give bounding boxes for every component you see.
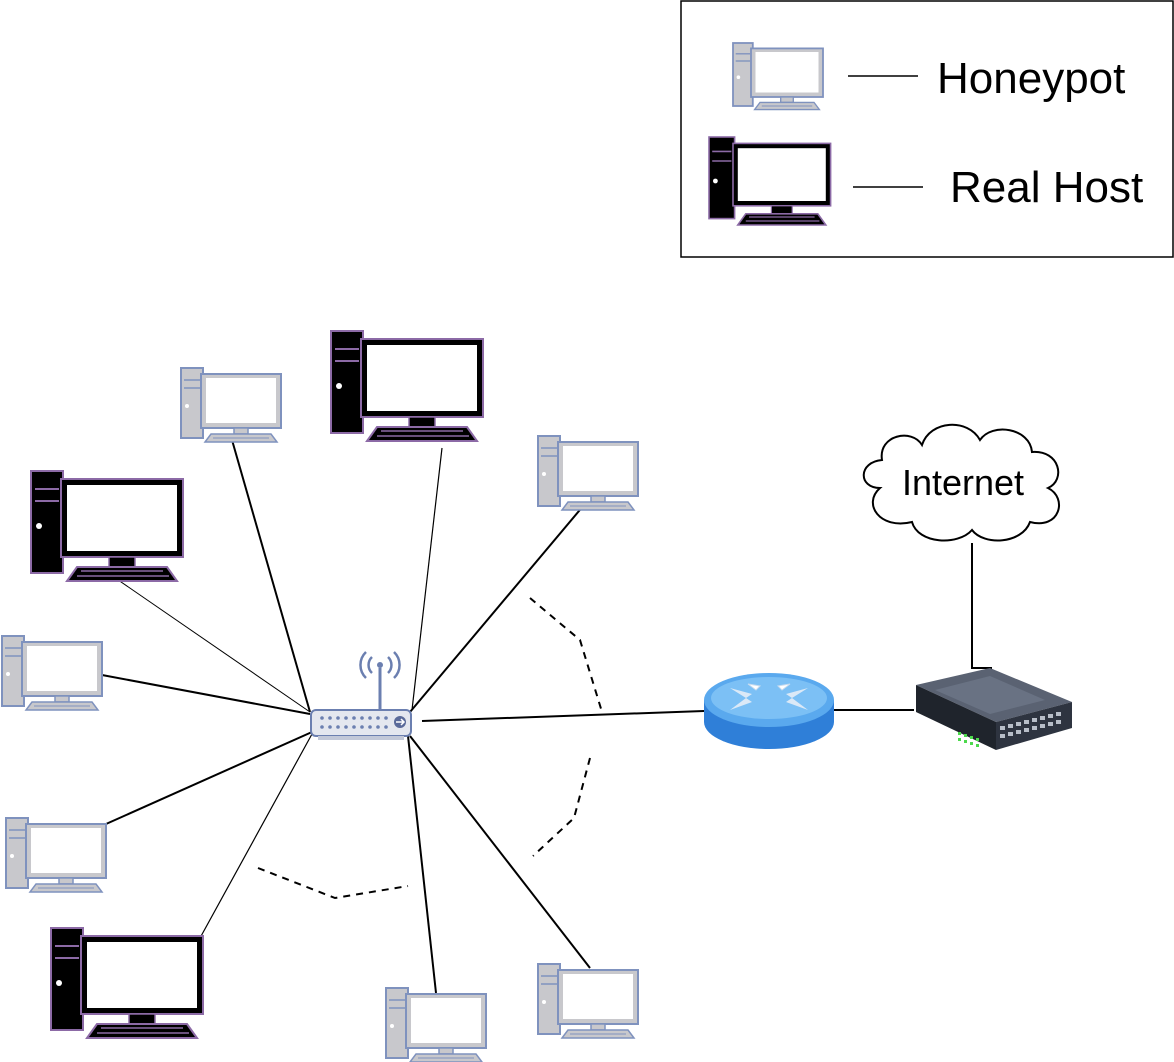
link-honeypot-9 xyxy=(409,735,591,969)
host-honeypot xyxy=(385,987,487,1062)
router-icon xyxy=(704,673,834,749)
legend-label-honeypot: Honeypot xyxy=(937,54,1125,103)
host-honeypot xyxy=(180,367,282,443)
host-real xyxy=(50,927,204,1039)
link-real-2 xyxy=(411,447,443,711)
legend-label-real-host: Real Host xyxy=(950,163,1143,212)
cloud-label: Internet xyxy=(902,462,1024,503)
link-honeypot-5 xyxy=(101,674,311,715)
host-real xyxy=(330,330,484,442)
link-honeypot-6 xyxy=(105,731,313,825)
link-honeypot-8 xyxy=(407,735,437,994)
ellipsis-arcs xyxy=(257,597,603,900)
link-honeypot-1 xyxy=(231,439,311,713)
link-switch-internet xyxy=(971,543,992,669)
wireless-access-point-icon xyxy=(310,651,412,740)
link-real-7 xyxy=(199,733,313,939)
host-honeypot xyxy=(537,435,639,511)
cloud-icon: Internet xyxy=(862,423,1060,542)
link-real-4 xyxy=(107,572,311,713)
link-honeypot-3 xyxy=(409,504,585,713)
network-switch-icon xyxy=(916,668,1072,750)
host-honeypot xyxy=(5,817,107,893)
dashed-arc-lower-right xyxy=(532,757,591,857)
link-hub-router xyxy=(421,710,705,722)
dashed-arc-upper-right xyxy=(529,597,603,713)
legend: Honeypot Real Host xyxy=(680,0,1174,258)
host-honeypot xyxy=(537,963,639,1039)
host-real xyxy=(30,470,184,582)
dashed-arc-bottom xyxy=(257,867,409,900)
connections xyxy=(101,439,992,994)
host-honeypot xyxy=(1,635,103,711)
